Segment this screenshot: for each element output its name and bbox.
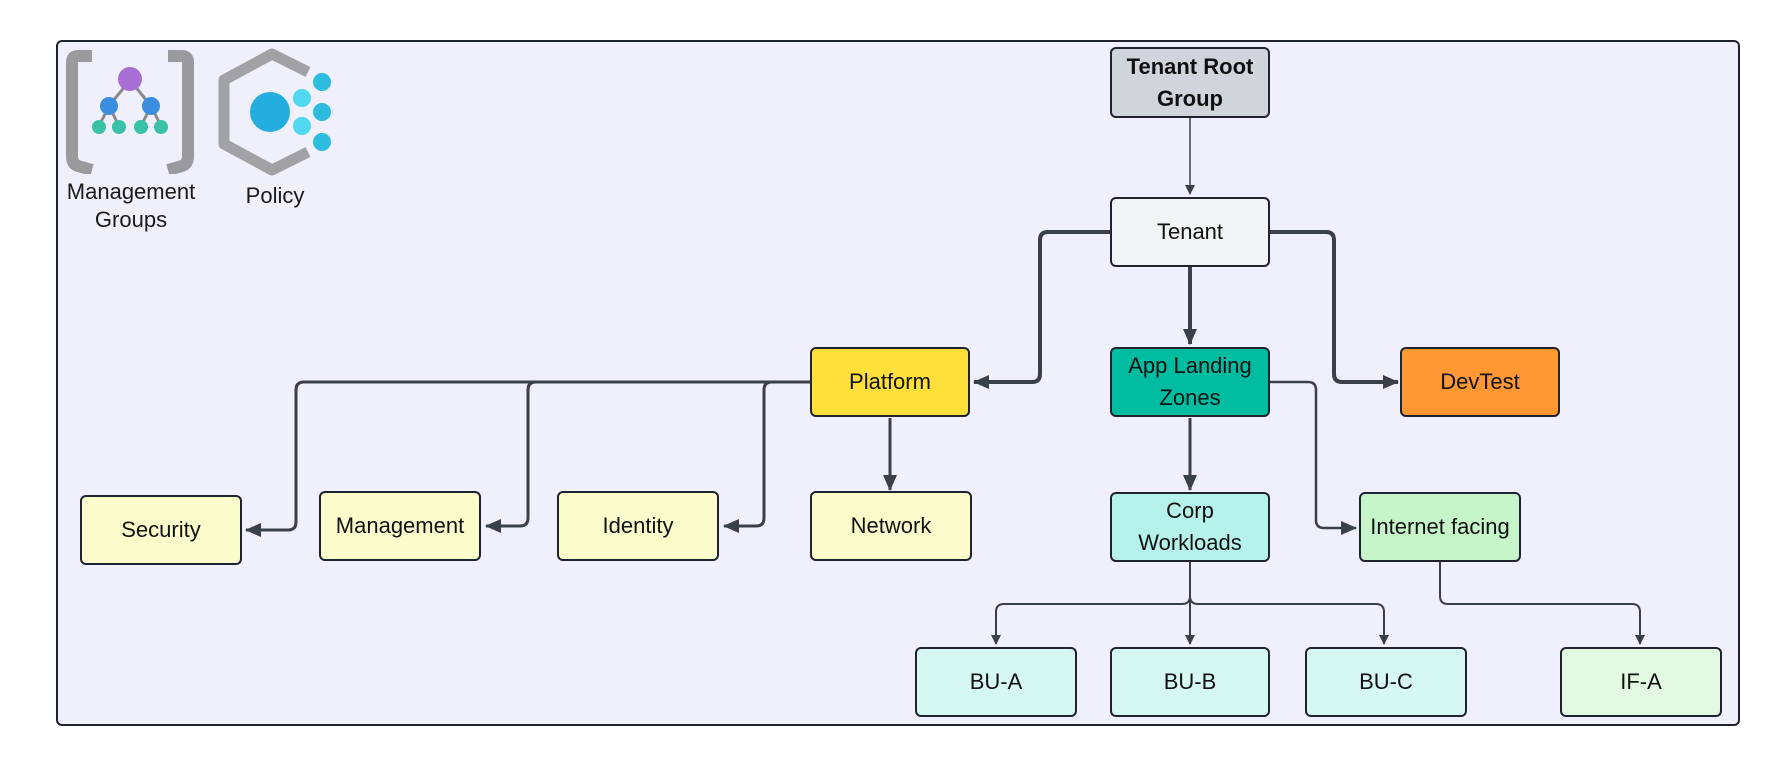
node-tenant-root-group[interactable]: Tenant Root Group bbox=[1110, 47, 1270, 118]
node-security-label: Security bbox=[121, 517, 201, 542]
node-bu-b-label: BU-B bbox=[1163, 669, 1217, 694]
node-tenant-root-group-label: Tenant Root Group bbox=[1126, 53, 1254, 111]
edge-corp-buc bbox=[1189, 595, 1389, 645]
node-identity[interactable]: Identity bbox=[557, 491, 719, 561]
management-groups-icon bbox=[66, 50, 194, 174]
edge-platform-management bbox=[485, 380, 810, 533]
node-corp-workloads-label: Corp Workloads bbox=[1138, 498, 1242, 555]
node-internet-facing-label: Internet facing bbox=[1370, 514, 1510, 539]
node-app-landing-zones[interactable]: App Landing Zones bbox=[1110, 347, 1270, 417]
node-corp-workloads[interactable]: Corp Workloads bbox=[1110, 492, 1270, 562]
edge-tenant-platform bbox=[973, 230, 1110, 389]
node-network[interactable]: Network bbox=[810, 491, 972, 561]
node-bu-a-label: BU-A bbox=[969, 669, 1023, 694]
edge-tenant-devtest bbox=[1270, 230, 1399, 389]
node-devtest-label: DevTest bbox=[1440, 369, 1520, 394]
node-bu-c[interactable]: BU-C bbox=[1305, 647, 1467, 717]
node-network-label: Network bbox=[850, 513, 932, 538]
node-management[interactable]: Management bbox=[319, 491, 481, 561]
edge-corp-bua bbox=[991, 562, 1191, 645]
node-devtest[interactable]: DevTest bbox=[1400, 347, 1560, 417]
node-bu-b[interactable]: BU-B bbox=[1110, 647, 1270, 717]
node-bu-a[interactable]: BU-A bbox=[915, 647, 1077, 717]
edge-internet-ifa bbox=[1439, 562, 1645, 645]
node-tenant-label: Tenant bbox=[1156, 219, 1224, 244]
edge-platform-security bbox=[245, 380, 810, 537]
node-security[interactable]: Security bbox=[80, 495, 242, 565]
node-platform[interactable]: Platform bbox=[810, 347, 970, 417]
node-platform-label: Platform bbox=[849, 369, 931, 394]
policy-icon bbox=[218, 48, 331, 176]
edge-landing-internet bbox=[1270, 380, 1357, 535]
node-app-landing-zones-label: App Landing Zones bbox=[1128, 353, 1252, 410]
node-if-a-label: IF-A bbox=[1620, 669, 1662, 694]
node-bu-c-label: BU-C bbox=[1359, 669, 1413, 694]
node-management-label: Management bbox=[335, 513, 465, 538]
node-if-a[interactable]: IF-A bbox=[1560, 647, 1722, 717]
node-tenant[interactable]: Tenant bbox=[1110, 197, 1270, 267]
management-groups-label: Management Groups bbox=[66, 179, 196, 232]
edge-platform-identity bbox=[723, 380, 810, 533]
node-identity-label: Identity bbox=[602, 513, 674, 538]
policy-label: Policy bbox=[245, 183, 305, 208]
node-internet-facing[interactable]: Internet facing bbox=[1359, 492, 1521, 562]
